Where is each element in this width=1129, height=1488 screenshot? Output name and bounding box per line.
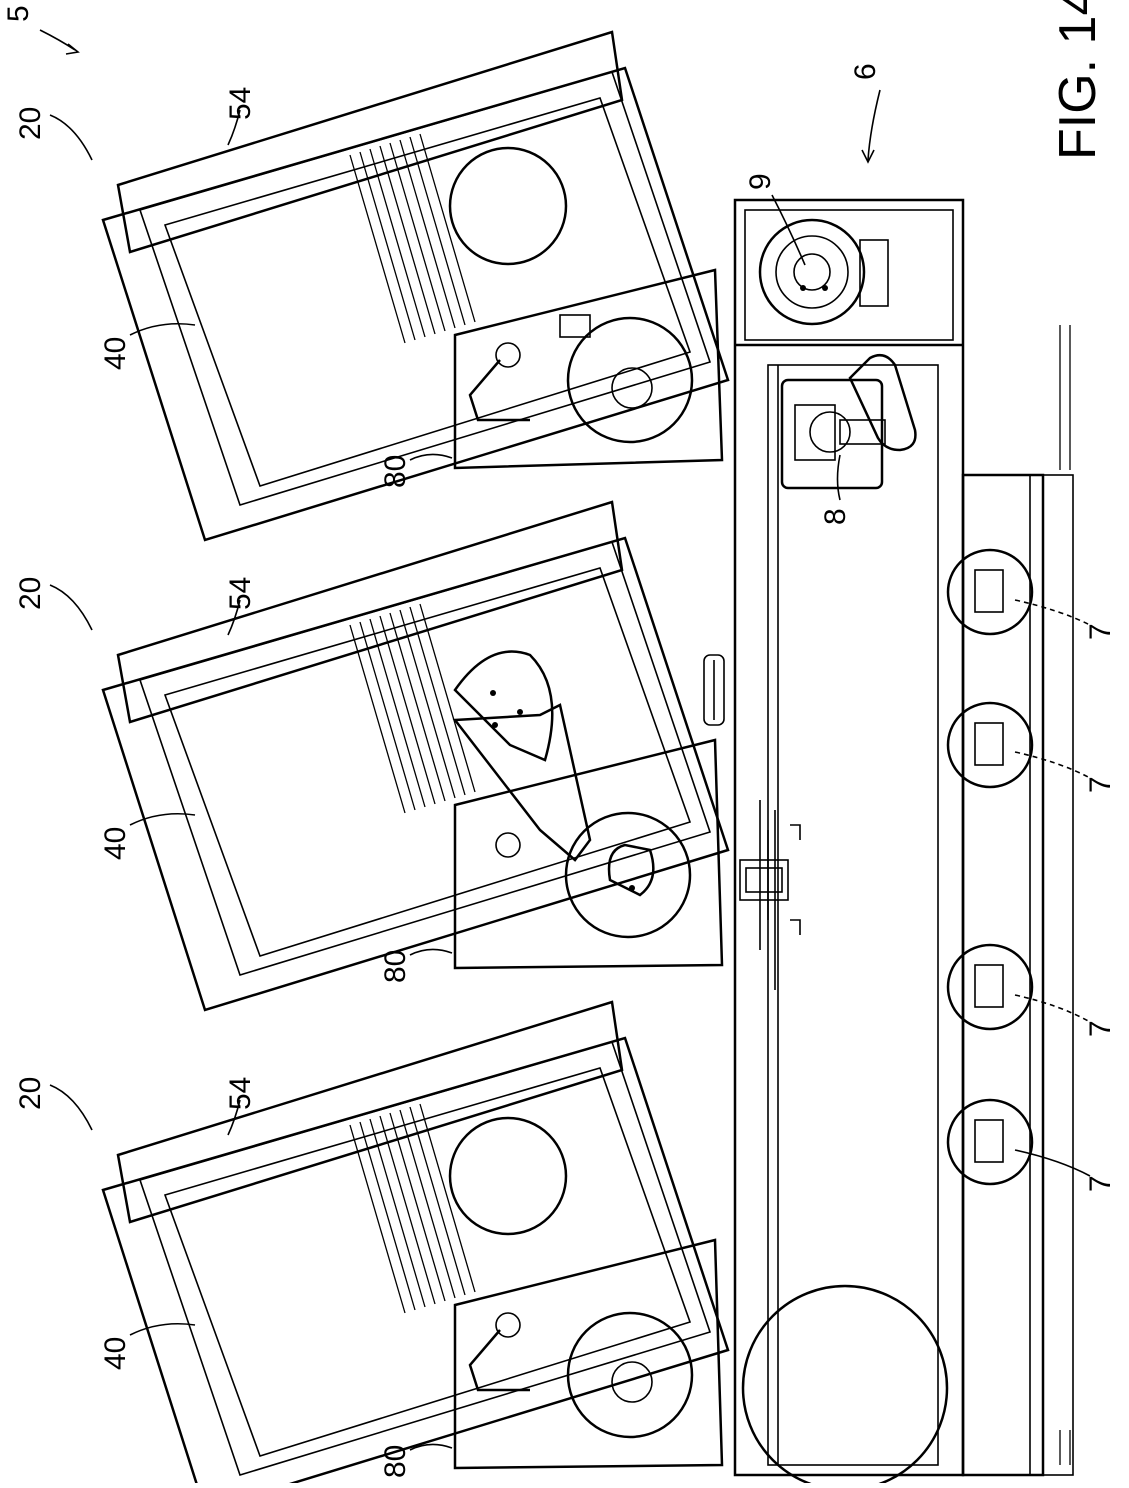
label-door: 54 bbox=[224, 87, 257, 120]
coupling bbox=[739, 800, 801, 990]
label-load-port: 7 bbox=[1084, 623, 1117, 640]
transfer-unit bbox=[703, 198, 965, 1488]
label-load-port: 7 bbox=[1084, 1175, 1117, 1192]
label-process-module: 20 bbox=[14, 577, 47, 610]
label-load-port: 7 bbox=[1084, 776, 1117, 793]
load-port-icon bbox=[946, 548, 1034, 636]
process-module-top bbox=[101, 30, 730, 542]
label-door: 54 bbox=[224, 577, 257, 610]
process-module-middle bbox=[101, 500, 730, 1012]
label-chamber: 40 bbox=[99, 337, 132, 370]
aligner bbox=[758, 218, 889, 326]
load-port-icon bbox=[946, 1098, 1034, 1186]
label-chamber: 40 bbox=[99, 1337, 132, 1370]
label-robot: 8 bbox=[819, 508, 852, 525]
process-module-bottom bbox=[101, 1000, 730, 1488]
label-base: 80 bbox=[379, 1445, 412, 1478]
figure-title: FIG. 14 bbox=[1049, 0, 1107, 160]
label-base: 80 bbox=[379, 455, 412, 488]
label-load-port: 7 bbox=[1084, 1020, 1117, 1037]
drive-wheel-icon bbox=[741, 1284, 949, 1488]
label-aligner: 9 bbox=[744, 173, 777, 190]
label-process-module: 20 bbox=[14, 107, 47, 140]
label-process-module: 20 bbox=[14, 1077, 47, 1110]
label-door: 54 bbox=[224, 1077, 257, 1110]
load-port-icon bbox=[946, 701, 1034, 789]
label-transfer-unit: 6 bbox=[849, 63, 882, 80]
label-chamber: 40 bbox=[99, 827, 132, 860]
label-base: 80 bbox=[379, 950, 412, 983]
robot bbox=[780, 353, 917, 490]
label-system: 5 bbox=[2, 5, 35, 22]
load-port-rail bbox=[946, 325, 1091, 1477]
load-port-icon bbox=[946, 943, 1034, 1031]
